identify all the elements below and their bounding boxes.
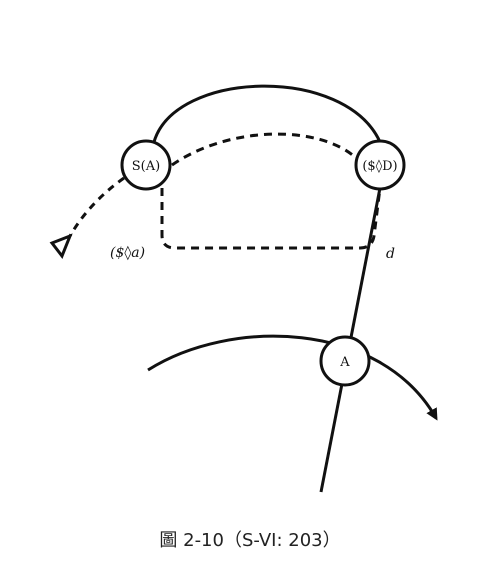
open-triangle-arrow — [49, 233, 73, 260]
figure-caption: 圖 2-10（S-VI: 203） — [159, 530, 340, 551]
node-s-a-label: S(A) — [132, 159, 160, 174]
node-a: A — [319, 335, 371, 387]
dashed-loop — [160, 187, 382, 250]
label-s-a-lower: ($◊a) — [110, 245, 145, 261]
upper-arc — [152, 84, 382, 143]
lower-arc — [147, 334, 438, 421]
dashed-arc — [171, 132, 358, 167]
node-s-a: S(A) — [120, 139, 172, 191]
dashed-tail — [68, 176, 125, 237]
label-d: d — [386, 246, 395, 262]
node-s-d-label: ($◊D) — [362, 159, 397, 174]
node-a-label: A — [339, 355, 350, 370]
node-s-d: ($◊D) — [354, 139, 406, 191]
